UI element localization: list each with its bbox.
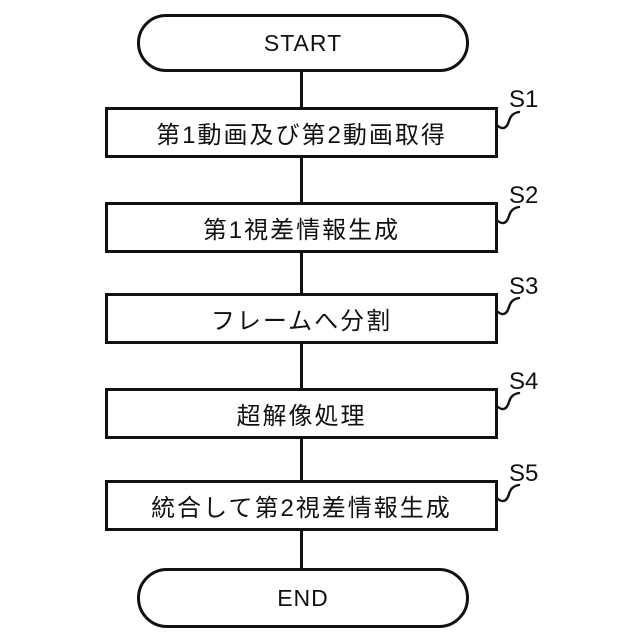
step-text-s5: 統合して第2視差情報生成 xyxy=(151,495,452,522)
step-box-s2: 第1視差情報生成 xyxy=(105,202,498,253)
step-text-s4: 超解像処理 xyxy=(236,403,367,430)
step-box-s3: フレームへ分割 xyxy=(105,293,498,344)
leader-line-s4 xyxy=(496,391,521,411)
leader-line-s2 xyxy=(496,205,521,225)
leader-line-s5 xyxy=(496,483,521,503)
leader-line-s3 xyxy=(496,296,521,316)
step-box-s1: 第1動画及び第2動画取得 xyxy=(105,107,498,158)
step-id-s1: S1 xyxy=(509,86,539,113)
end-node-label: END xyxy=(277,584,329,611)
end-node: END xyxy=(137,568,469,628)
leader-line-s1 xyxy=(496,110,521,130)
step-id-s2: S2 xyxy=(509,182,539,209)
start-node-label: START xyxy=(263,29,343,56)
step-box-s5: 統合して第2視差情報生成 xyxy=(105,480,498,531)
step-id-s3: S3 xyxy=(509,273,539,300)
step-id-s4: S4 xyxy=(509,368,539,395)
step-id-s5: S5 xyxy=(509,460,539,487)
step-text-s2: 第1視差情報生成 xyxy=(202,217,401,244)
step-box-s4: 超解像処理 xyxy=(105,388,498,439)
start-node: START xyxy=(137,14,469,72)
step-text-s1: 第1動画及び第2動画取得 xyxy=(156,122,447,149)
step-text-s3: フレームへ分割 xyxy=(210,308,393,335)
